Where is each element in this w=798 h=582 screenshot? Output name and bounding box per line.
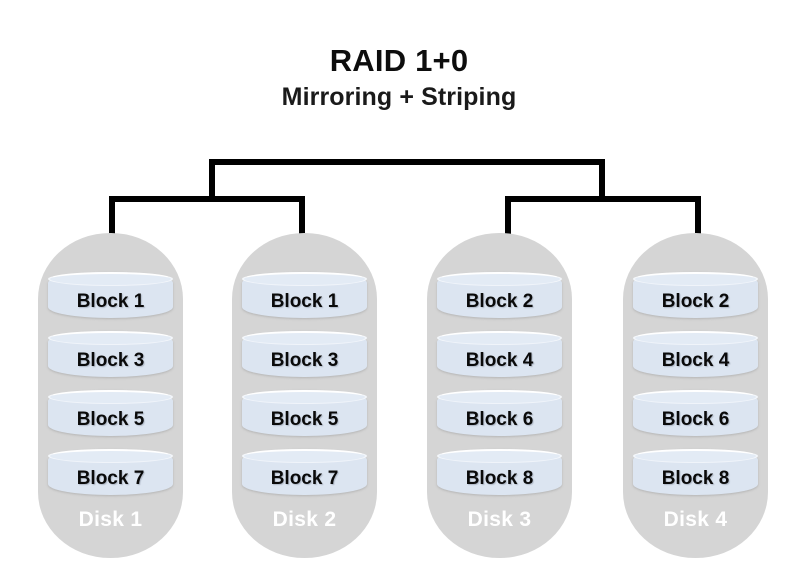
block-cylinder[interactable]: Block 3 xyxy=(242,331,367,377)
block-label: Block 6 xyxy=(661,409,730,430)
block-label: Block 7 xyxy=(76,468,145,489)
block-label: Block 8 xyxy=(465,468,534,489)
title-block: RAID 1+0 Mirroring + Striping xyxy=(0,42,798,113)
block-cylinder[interactable]: Block 2 xyxy=(437,272,562,318)
block-cylinder[interactable]: Block 4 xyxy=(633,331,758,377)
block-cylinder[interactable]: Block 4 xyxy=(437,331,562,377)
block-label: Block 6 xyxy=(465,409,534,430)
block-label: Block 1 xyxy=(76,291,145,312)
page-subtitle: Mirroring + Striping xyxy=(281,83,517,111)
block-cylinder[interactable]: Block 8 xyxy=(633,449,758,495)
block-cylinder[interactable]: Block 6 xyxy=(437,390,562,436)
disk-label: Disk 3 xyxy=(467,508,532,531)
block-label: Block 7 xyxy=(270,468,339,489)
block-cylinder[interactable]: Block 8 xyxy=(437,449,562,495)
disk-capsule-1[interactable]: Block 1 Block 3 Block 5 Block 7 Disk 1 xyxy=(38,233,183,558)
block-label: Block 5 xyxy=(270,409,339,430)
disk-label: Disk 2 xyxy=(272,508,337,531)
disk-label: Disk 1 xyxy=(78,508,143,531)
block-cylinder[interactable]: Block 6 xyxy=(633,390,758,436)
block-cylinder[interactable]: Block 1 xyxy=(48,272,173,318)
page-title: RAID 1+0 xyxy=(329,43,469,78)
block-cylinder[interactable]: Block 2 xyxy=(633,272,758,318)
block-label: Block 1 xyxy=(270,291,339,312)
block-label: Block 2 xyxy=(465,291,534,312)
block-label: Block 4 xyxy=(661,350,730,371)
block-cylinder[interactable]: Block 1 xyxy=(242,272,367,318)
block-label: Block 5 xyxy=(76,409,145,430)
block-cylinder[interactable]: Block 7 xyxy=(242,449,367,495)
block-stack-3: Block 2 Block 4 Block 6 Block 8 xyxy=(437,272,562,508)
block-label: Block 4 xyxy=(465,350,534,371)
block-stack-2: Block 1 Block 3 Block 5 Block 7 xyxy=(242,272,367,508)
disk-capsule-3[interactable]: Block 2 Block 4 Block 6 Block 8 Disk 3 xyxy=(427,233,572,558)
disk-label: Disk 4 xyxy=(663,508,728,531)
block-stack-1: Block 1 Block 3 Block 5 Block 7 xyxy=(48,272,173,508)
block-cylinder[interactable]: Block 5 xyxy=(48,390,173,436)
block-label: Block 2 xyxy=(661,291,730,312)
disk-capsule-2[interactable]: Block 1 Block 3 Block 5 Block 7 Disk 2 xyxy=(232,233,377,558)
block-label: Block 3 xyxy=(270,350,339,371)
block-stack-4: Block 2 Block 4 Block 6 Block 8 xyxy=(633,272,758,508)
block-cylinder[interactable]: Block 5 xyxy=(242,390,367,436)
disk-capsule-4[interactable]: Block 2 Block 4 Block 6 Block 8 Disk 4 xyxy=(623,233,768,558)
block-label: Block 8 xyxy=(661,468,730,489)
block-cylinder[interactable]: Block 7 xyxy=(48,449,173,495)
block-label: Block 3 xyxy=(76,350,145,371)
block-cylinder[interactable]: Block 3 xyxy=(48,331,173,377)
